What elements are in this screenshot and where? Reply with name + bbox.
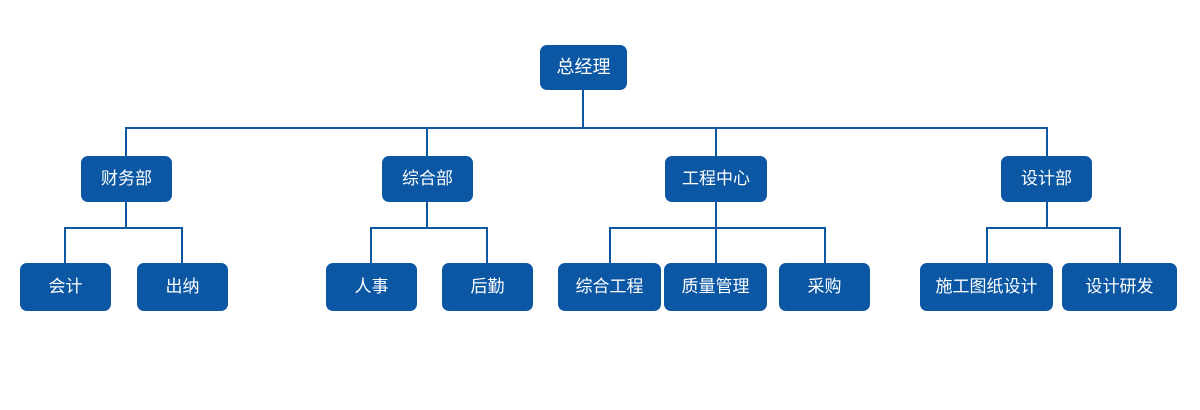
node-team-logistics[interactable]: 后勤 bbox=[442, 263, 533, 311]
node-department-design[interactable]: 设计部 bbox=[1001, 156, 1092, 202]
connector-drop-design bbox=[1046, 127, 1048, 156]
connector-drop-finance bbox=[125, 127, 127, 156]
node-team-construction-drawing-design[interactable]: 施工图纸设计 bbox=[920, 263, 1053, 311]
connector-root-stem bbox=[582, 90, 584, 128]
node-label: 设计部 bbox=[1021, 168, 1072, 189]
connector-drop-procurement bbox=[824, 227, 826, 263]
node-label: 设计研发 bbox=[1085, 276, 1154, 297]
connector-drop-hr bbox=[370, 227, 372, 263]
node-team-design-rd[interactable]: 设计研发 bbox=[1062, 263, 1177, 311]
connector-drop-engineering bbox=[715, 127, 717, 156]
node-team-quality-management[interactable]: 质量管理 bbox=[664, 263, 767, 311]
node-label: 综合工程 bbox=[575, 276, 644, 297]
connector-finance-stem bbox=[125, 202, 127, 228]
connector-drop-construction-drawing-design bbox=[986, 227, 988, 263]
node-department-engineering-center[interactable]: 工程中心 bbox=[665, 156, 767, 202]
connector-drop-general-affairs bbox=[426, 127, 428, 156]
connector-drop-general-engineering bbox=[609, 227, 611, 263]
node-team-procurement[interactable]: 采购 bbox=[779, 263, 870, 311]
connector-drop-logistics bbox=[486, 227, 488, 263]
node-label: 施工图纸设计 bbox=[935, 276, 1038, 297]
node-department-finance[interactable]: 财务部 bbox=[81, 156, 172, 202]
connector-general-affairs-stem bbox=[426, 202, 428, 228]
connector-drop-quality-management bbox=[715, 227, 717, 263]
node-label: 出纳 bbox=[165, 276, 200, 297]
connector-drop-accounting bbox=[64, 227, 66, 263]
node-label: 采购 bbox=[807, 276, 842, 297]
connector-general-affairs-bus bbox=[371, 227, 488, 229]
node-team-hr[interactable]: 人事 bbox=[326, 263, 417, 311]
node-label: 人事 bbox=[354, 276, 389, 297]
node-team-accounting[interactable]: 会计 bbox=[20, 263, 111, 311]
node-label: 综合部 bbox=[402, 168, 453, 189]
node-label: 会计 bbox=[48, 276, 83, 297]
node-label: 工程中心 bbox=[682, 168, 750, 189]
connector-engineering-bus bbox=[610, 227, 826, 229]
connector-drop-cashier bbox=[181, 227, 183, 263]
connector-finance-bus bbox=[65, 227, 183, 229]
node-label: 质量管理 bbox=[681, 276, 750, 297]
node-root-general-manager[interactable]: 总经理 bbox=[540, 45, 627, 90]
connector-engineering-stem bbox=[715, 202, 717, 228]
node-department-general-affairs[interactable]: 综合部 bbox=[382, 156, 473, 202]
node-label: 总经理 bbox=[556, 56, 611, 78]
connector-design-stem bbox=[1046, 202, 1048, 228]
node-label: 财务部 bbox=[101, 168, 152, 189]
connector-drop-design-rd bbox=[1119, 227, 1121, 263]
connector-design-bus bbox=[987, 227, 1121, 229]
connector-level1-bus bbox=[126, 127, 1048, 129]
node-label: 后勤 bbox=[470, 276, 505, 297]
node-team-cashier[interactable]: 出纳 bbox=[137, 263, 228, 311]
node-team-general-engineering[interactable]: 综合工程 bbox=[558, 263, 661, 311]
